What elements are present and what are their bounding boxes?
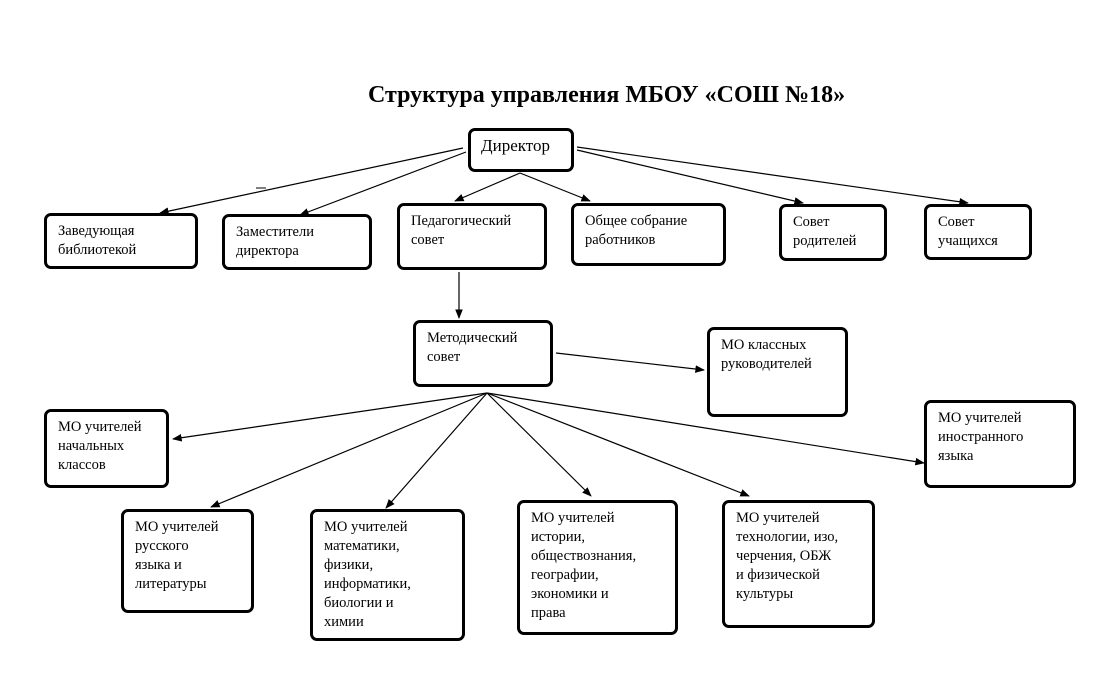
node-mo-history: МО учителей истории, обществознания, гео… — [517, 500, 678, 635]
arrow-method-council-to-mo-russian — [210, 392, 488, 508]
arrow-method-council-to-mo-primary — [172, 392, 488, 442]
node-staff-meeting: Общее собрание работников — [571, 203, 726, 266]
node-mo-foreign: МО учителей иностранного языка — [924, 400, 1076, 488]
arrow-method-council-to-mo-technology — [486, 392, 750, 497]
node-method-council: Методический совет — [413, 320, 553, 387]
arrow-method-council-to-mo-history — [486, 392, 592, 497]
arrow-director-to-library — [159, 147, 464, 215]
node-director: Директор — [468, 128, 574, 172]
arrow-director-to-students-council — [576, 146, 969, 206]
arrow-method-council-to-mo-math — [385, 392, 488, 509]
arrow-director-to-ped-council — [454, 172, 521, 202]
node-mo-math: МО учителей математики, физики, информат… — [310, 509, 465, 641]
node-mo-primary: МО учителей начальных классов — [44, 409, 169, 488]
arrow-director-to-parents-council — [576, 149, 804, 205]
node-parents-council: Совет родителей — [779, 204, 887, 261]
node-library: Заведующая библиотекой — [44, 213, 198, 269]
node-mo-class-teachers: МО классных руководителей — [707, 327, 848, 417]
node-students-council: Совет учащихся — [924, 204, 1032, 260]
node-mo-russian: МО учителей русского языка и литературы — [121, 509, 254, 613]
node-ped-council: Педагогический совет — [397, 203, 547, 270]
arrow-director-to-staff-meeting — [519, 172, 591, 202]
node-deputies: Заместители директора — [222, 214, 372, 270]
arrow-method-council-to-mo-foreign — [486, 392, 925, 466]
node-mo-technology: МО учителей технологии, изо, черчения, О… — [722, 500, 875, 628]
arrow-method-council-to-mo-class-teachers — [555, 352, 705, 373]
diagram-title: Структура управления МБОУ «СОШ №18» — [368, 82, 846, 108]
arrow-director-to-deputies — [299, 151, 467, 216]
